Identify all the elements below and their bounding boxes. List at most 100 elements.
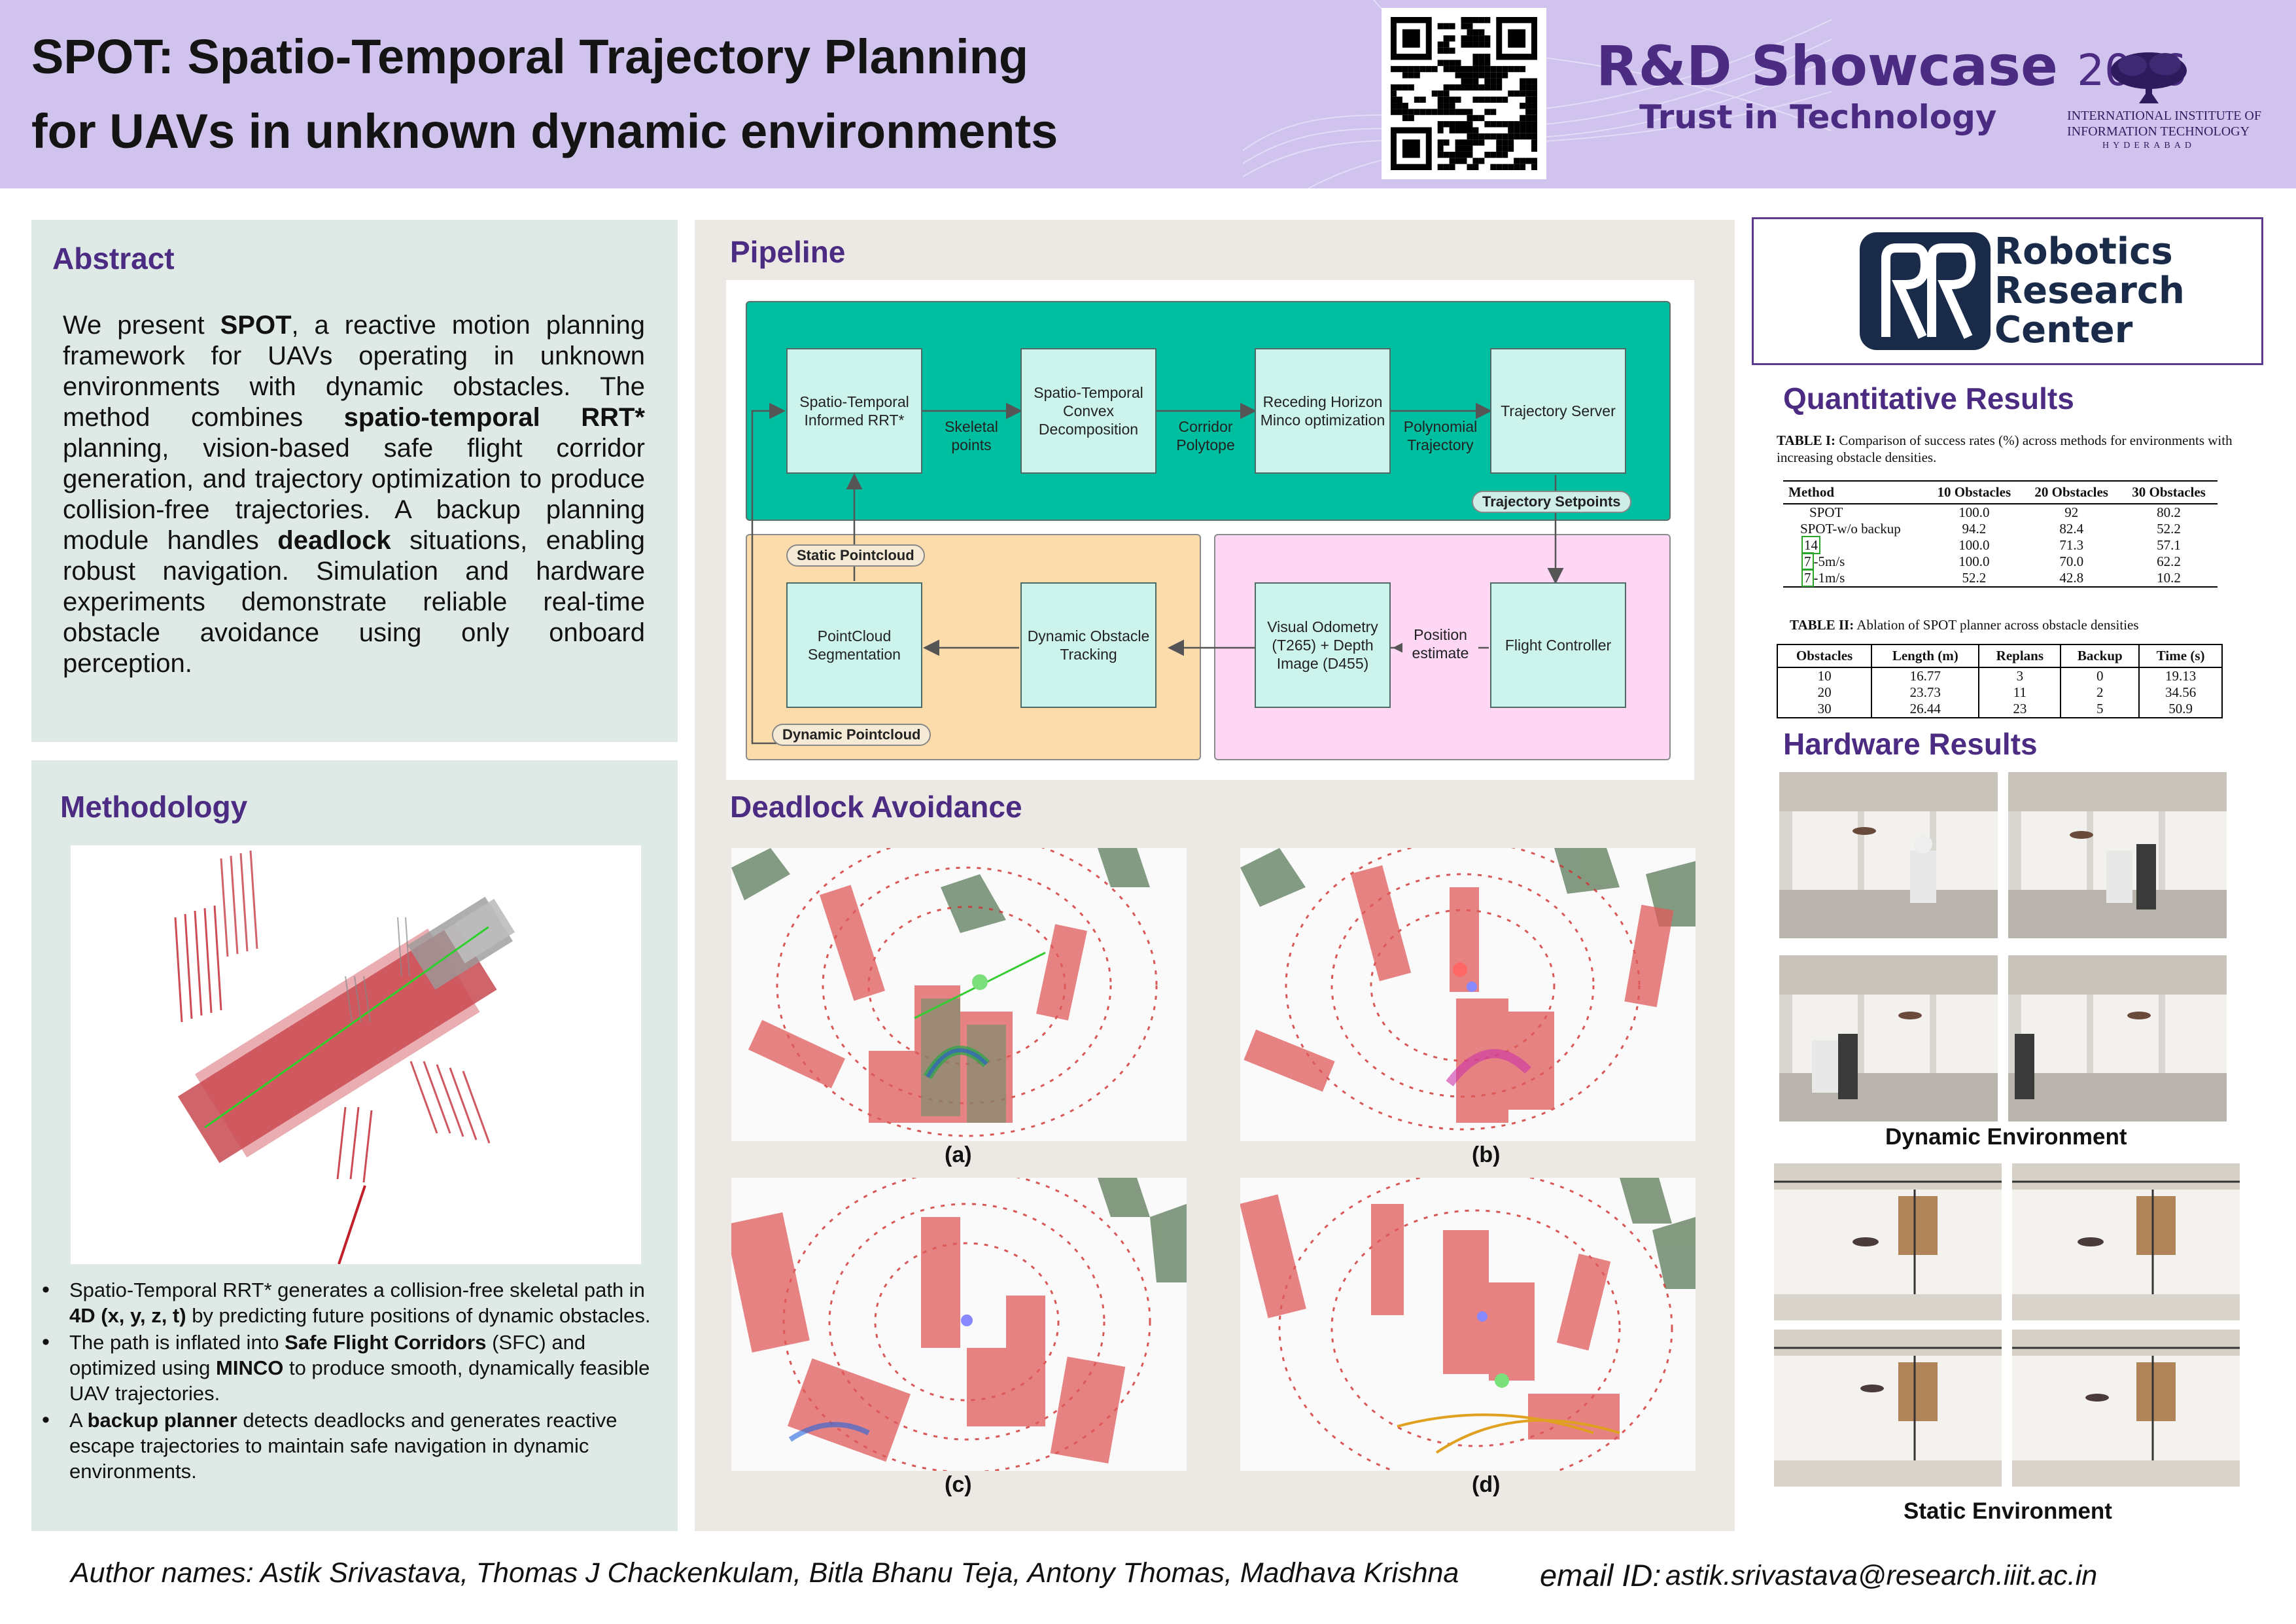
- table-header: 30 Obstacles: [2132, 484, 2206, 500]
- hardware-photo-static-1: [1774, 1163, 2002, 1320]
- list-item: A backup planner detects deadlocks and g…: [37, 1407, 665, 1484]
- caption-a: (a): [945, 1142, 972, 1167]
- table2-caption: TABLE II: Ablation of SPOT planner acros…: [1790, 617, 2139, 633]
- abstract-title: Abstract: [52, 241, 175, 275]
- deadlock-image-a: [731, 848, 1187, 1141]
- email-label: email ID:: [1540, 1558, 1661, 1593]
- table1-caption: TABLE I: Comparison of success rates (%)…: [1777, 432, 2233, 465]
- edge-label-position: Position estimate: [1402, 626, 1478, 662]
- tree-icon: [2111, 52, 2187, 103]
- deadlock-title: Deadlock Avoidance: [730, 790, 1022, 824]
- method-cell: SPOT-w/o backup: [1800, 521, 1901, 537]
- rrc-logo-icon: [1860, 232, 1991, 350]
- showcase-main: R&D Showcase: [1596, 34, 2058, 98]
- method-cell: 7-5m/s: [1783, 552, 1925, 571]
- table-cell: 0: [2060, 667, 2140, 684]
- tagline: Trust in Technology: [1639, 98, 1997, 136]
- rrc-logo-box: Robotics Research Center: [1752, 217, 2263, 365]
- tag-static-pointcloud: Static Pointcloud: [786, 544, 925, 567]
- photo: [2008, 772, 2227, 938]
- photo: [2012, 1330, 2240, 1487]
- deadlock-image-c: [731, 1178, 1187, 1471]
- simulation-render: [731, 848, 1158, 1137]
- qr-code-icon: [1391, 17, 1537, 170]
- institute-city: HYDERABAD: [2102, 141, 2195, 150]
- photo: [1774, 1163, 2002, 1320]
- table-success-rates: Method 10 Obstacles 20 Obstacles 30 Obst…: [1783, 480, 2218, 588]
- caption-b: (b): [1472, 1142, 1501, 1167]
- table-cell: 10.2: [2157, 570, 2181, 586]
- table-cell: 23: [1978, 701, 2061, 718]
- table-cell: 82.4: [2059, 521, 2084, 537]
- table-cell: 50.9: [2138, 701, 2222, 718]
- photo: [1779, 772, 1998, 938]
- showcase-logo: R&D Showcase 2026: [1596, 34, 2187, 98]
- table-cell: 52.2: [1962, 570, 1987, 586]
- photo: [1774, 1330, 2002, 1487]
- pipeline-box-visual-odometry: Visual Odometry (T265) + Depth Image (D4…: [1255, 582, 1391, 708]
- list-item: The path is inflated into Safe Flight Co…: [37, 1330, 665, 1406]
- table-cell: 52.2: [2157, 521, 2181, 537]
- caption-d: (d): [1472, 1472, 1501, 1497]
- photo: [2008, 955, 2227, 1121]
- hardware-photo-static-3: [1774, 1330, 2002, 1487]
- table-cell: 11: [1978, 684, 2061, 701]
- table-row: 7-5m/s 100.0 70.0 62.2: [1783, 552, 2218, 571]
- pipeline-diagram: Spatio-Temporal Informed RRT* Spatio-Tem…: [726, 280, 1694, 780]
- method-cell: 7-1m/s: [1783, 569, 1925, 587]
- photo: [2012, 1163, 2240, 1320]
- static-environment-caption: Static Environment: [1904, 1498, 2112, 1524]
- email-link[interactable]: astik.srivastava@research.iiit.ac.in: [1665, 1560, 2098, 1591]
- table-cell: 92: [2064, 504, 2079, 520]
- table-cell: 70.0: [2059, 554, 2084, 569]
- deadlock-image-b: [1240, 848, 1696, 1141]
- table-cell: 19.13: [2138, 667, 2222, 684]
- table-cell: 100.0: [1958, 554, 1990, 569]
- table-cell: 2: [2060, 684, 2140, 701]
- institute-line-2: INFORMATION TECHNOLOGY: [2067, 124, 2250, 139]
- tag-trajectory-setpoints: Trajectory Setpoints: [1472, 491, 1631, 513]
- list-item: Spatio-Temporal RRT* generates a collisi…: [37, 1277, 665, 1328]
- table-cell: 20: [1817, 684, 1832, 700]
- edge-label-polynomial: Polynomial Trajectory: [1403, 418, 1478, 453]
- hardware-photo-static-4: [2012, 1330, 2240, 1487]
- photo: [1779, 955, 1998, 1121]
- table-cell: 71.3: [2059, 537, 2084, 553]
- table-cell: 62.2: [2157, 554, 2181, 569]
- table-cell: 57.1: [2157, 537, 2181, 553]
- poster-title: SPOT: Spatio-Temporal Trajectory Plannin…: [31, 20, 1058, 169]
- qr-code[interactable]: [1382, 8, 1546, 179]
- abstract-text: We present SPOT, a reactive motion plann…: [63, 311, 646, 678]
- hardware-photo-dynamic-2: [2008, 772, 2227, 938]
- table-cell: 26.44: [1871, 701, 1979, 718]
- table-cell: 100.0: [1958, 537, 1990, 553]
- hardware-photo-dynamic-3: [1779, 955, 1998, 1121]
- table-cell: 100.0: [1958, 504, 1990, 520]
- quantitative-title: Quantitative Results: [1783, 381, 2074, 415]
- title-line-2: for UAVs in unknown dynamic environments: [31, 104, 1058, 158]
- table-header: 10 Obstacles: [1937, 484, 2011, 500]
- table-cell: 5: [2060, 701, 2140, 718]
- pipeline-box-server: Trajectory Server: [1490, 348, 1626, 474]
- table-header: Time (s): [2138, 644, 2222, 667]
- methodology-bullets: Spatio-Temporal RRT* generates a collisi…: [37, 1277, 665, 1485]
- pipeline-box-rrt: Spatio-Temporal Informed RRT*: [786, 348, 922, 474]
- table-cell: 80.2: [2157, 504, 2181, 520]
- pipeline-box-flight-controller: Flight Controller: [1490, 582, 1626, 708]
- pipeline-box-tracking: Dynamic Obstacle Tracking: [1020, 582, 1157, 708]
- method-cell: 14: [1783, 536, 1925, 554]
- caption-c: (c): [945, 1472, 972, 1497]
- title-line-1: SPOT: Spatio-Temporal Trajectory Plannin…: [31, 29, 1029, 84]
- methodology-figure: [71, 845, 641, 1265]
- authors: Author names: Astik Srivastava, Thomas J…: [71, 1557, 1459, 1589]
- dynamic-environment-caption: Dynamic Environment: [1885, 1124, 2127, 1150]
- hardware-photo-dynamic-1: [1779, 772, 1998, 938]
- abstract-panel: [31, 220, 678, 742]
- table-cell: 16.77: [1871, 667, 1979, 684]
